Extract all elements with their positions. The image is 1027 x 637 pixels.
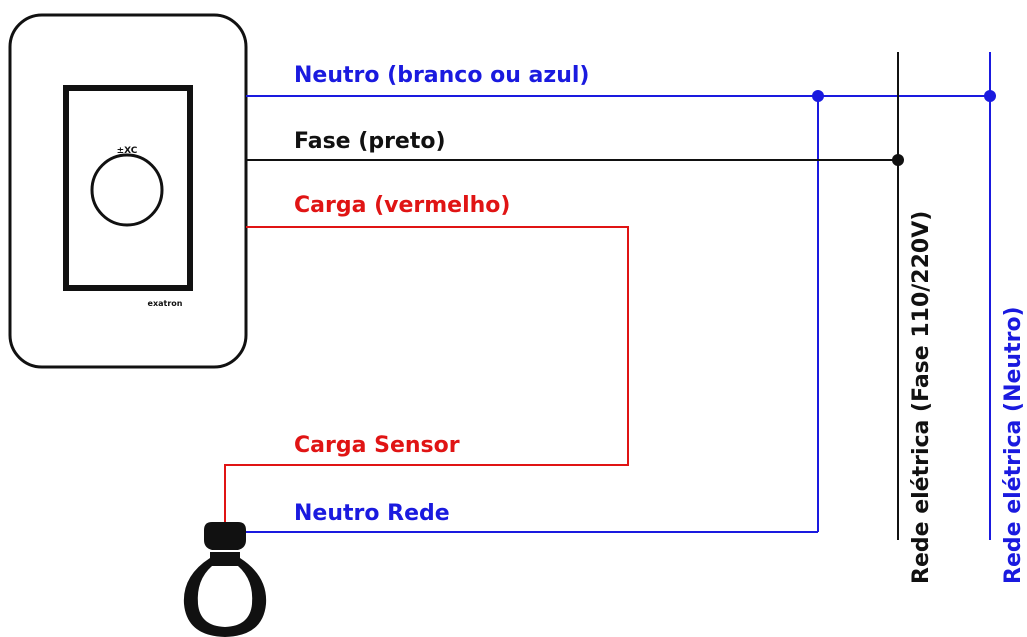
neutral-junction-dot — [812, 90, 824, 102]
neutral-label: Neutro (branco ou azul) — [294, 63, 589, 88]
switch-inner-frame — [63, 85, 193, 291]
knob-mark-label: ±XC — [117, 146, 138, 156]
sensor-switch-icon: ±XC exatron — [8, 13, 248, 369]
brand-label: exatron — [148, 299, 183, 308]
phase-junction-dot — [892, 154, 904, 166]
neutral-wire — [245, 52, 991, 540]
load-wire — [224, 226, 629, 530]
phase-label: Fase (preto) — [294, 129, 446, 154]
light-bulb-icon — [183, 522, 267, 637]
phase-wire — [246, 52, 899, 540]
network-neutral-label: Rede elétrica (Neutro) — [1001, 306, 1026, 584]
switch-knob — [90, 153, 164, 227]
network-phase-label: Rede elétrica (Fase 110/220V) — [909, 211, 934, 584]
load-label: Carga (vermelho) — [294, 193, 510, 218]
load-sensor-label: Carga Sensor — [294, 433, 460, 458]
neutral-network-label: Neutro Rede — [294, 501, 450, 526]
switch-outer-plate — [8, 13, 248, 369]
neutral-rail-junction-dot — [984, 90, 996, 102]
